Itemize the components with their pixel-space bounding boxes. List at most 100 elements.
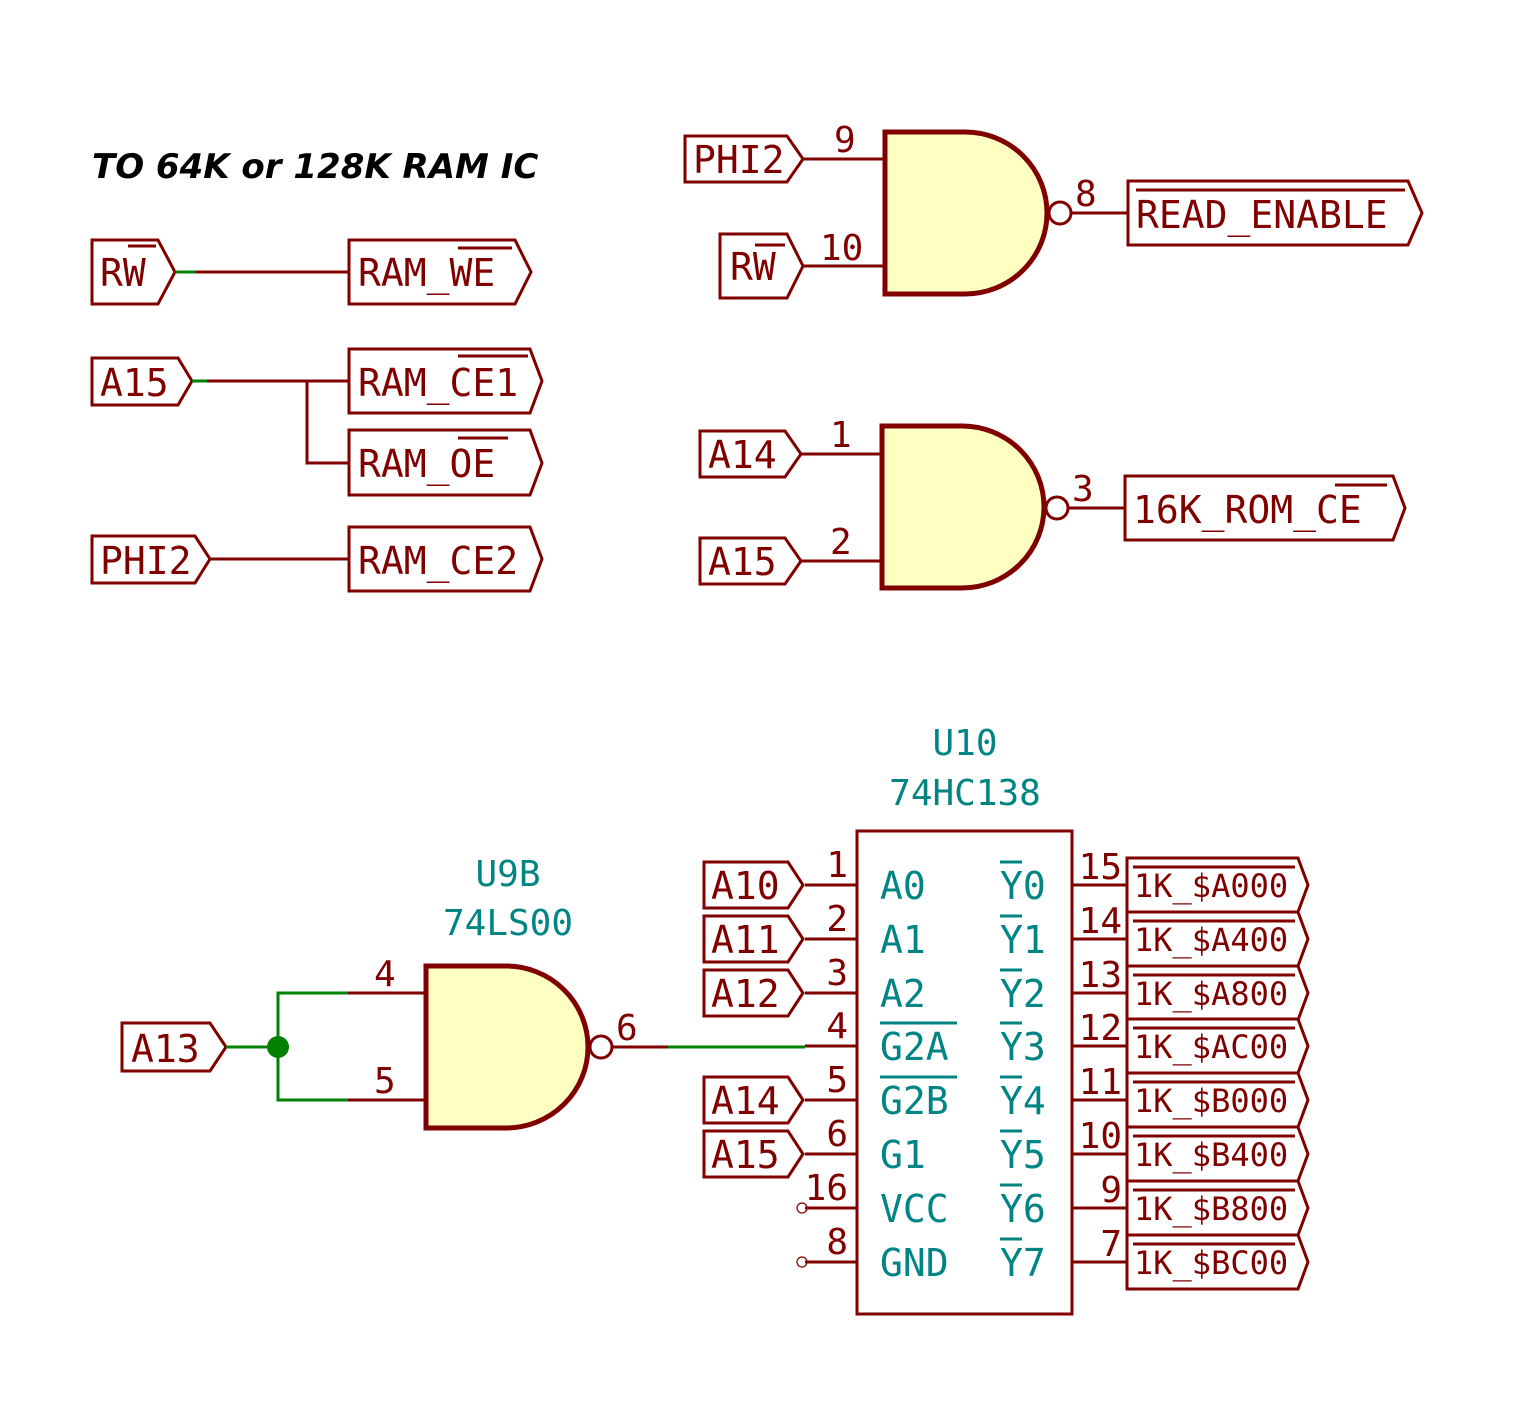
net-label-a14[interactable] [698,429,803,479]
pin-number: 8 [1075,174,1097,215]
u10-body[interactable] [855,829,1074,1316]
net-label-ram-ce1-text: RAM_CE1 [358,361,518,406]
pin-number: 3 [1072,469,1094,510]
net-label-a15-text: A15 [708,540,777,584]
net-label-a14[interactable] [702,1075,805,1125]
pin-name-vcc: VCC [880,1187,949,1231]
net-label-a14-text: A14 [708,433,777,477]
pin-number: 5 [374,1061,396,1102]
ram-row-we: RW RAM_WE [90,238,533,306]
pin-name-y3: Y3 [1000,1025,1046,1069]
pin-number: 3 [826,953,848,994]
pin-name-g1: G1 [880,1133,926,1177]
inversion-bubble [1044,495,1070,521]
net-label-1k_a800[interactable] [1125,964,1310,1022]
net-label-ram-we[interactable] [347,238,533,306]
pin-number: 6 [616,1008,638,1049]
pin-name-a2: A2 [880,972,926,1016]
net-label-1k_bc00[interactable] [1125,1233,1310,1291]
pin-number: 9 [834,120,856,161]
net-label-text: A12 [711,972,780,1016]
pin-name-y7: Y7 [1000,1241,1046,1285]
nand-gate-body[interactable] [423,963,591,1131]
pin-name-gnd: GND [880,1241,949,1285]
pin-number: 16 [805,1168,848,1209]
pin-number: 11 [1079,1062,1122,1103]
pin-number: 9 [1100,1170,1122,1211]
pin-number: 1 [826,845,848,886]
net-label-text: 1K_$A000 [1134,867,1288,905]
net-label-rw[interactable] [718,232,805,300]
pin-number: 1 [830,415,852,456]
pin-number: 15 [1079,847,1122,888]
net-label-text: 1K_$B400 [1134,1136,1288,1174]
net-label-ram-ce1[interactable] [347,347,544,415]
net-label-16k-rom-ce-text: 16K_ROM_CE [1133,488,1362,533]
net-label-read-enable[interactable] [1126,179,1424,247]
net-label-rw[interactable] [90,238,177,306]
pin-name-y1: Y1 [1000,918,1046,962]
net-label-phi2-text: PHI2 [693,138,785,182]
nand-gate-body[interactable] [879,423,1047,591]
net-label-a15[interactable] [698,536,803,586]
net-label-a15[interactable] [90,356,194,407]
pin-number: 2 [826,899,848,940]
inversion-bubble [1047,200,1073,226]
pin-name-a1: A1 [880,918,926,962]
net-label-phi2[interactable] [90,534,212,585]
nand-gate-body[interactable] [882,129,1050,297]
net-label-a13-text: A13 [131,1027,200,1071]
pin-number: 2 [830,522,852,563]
pin-number: 8 [826,1222,848,1263]
pin-number: 13 [1079,955,1122,996]
inversion-bubble [588,1034,614,1060]
pin-name-y2: Y2 [1000,972,1046,1016]
net-label-text: 1K_$BC00 [1134,1244,1288,1282]
wire-branch[interactable] [305,381,349,465]
u10-value: 74HC138 [889,773,1041,814]
net-label-1k_ac00[interactable] [1125,1017,1310,1075]
net-label-1k_a000[interactable] [1125,856,1310,914]
net-label-text: A15 [711,1133,780,1177]
net-label-1k_a400[interactable] [1125,910,1310,968]
net-label-ram-ce2[interactable] [347,525,544,593]
u9b-reference: U9B [475,854,540,895]
junction-dot [267,1036,289,1058]
net-label-text: 1K_$AC00 [1134,1028,1288,1066]
net-label-a11[interactable] [702,914,805,964]
net-label-1k_b800[interactable] [1125,1179,1310,1237]
net-label-1k_b400[interactable] [1125,1125,1310,1183]
net-label-1k_b000[interactable] [1125,1071,1310,1129]
net-label-a10[interactable] [702,860,805,910]
section-title: TO 64K or 128K RAM IC [92,147,538,187]
net-label-text: A11 [711,918,780,962]
pin-number: 5 [826,1060,848,1101]
pin-number: 6 [826,1114,848,1155]
net-label-rw-text: RW [730,245,776,289]
net-label-text: A10 [711,864,780,908]
net-label-rw-text: RW [100,251,146,295]
net-label-16k-rom-ce[interactable] [1123,474,1407,542]
net-label-a13[interactable] [120,1021,228,1073]
net-label-phi2-text: PHI2 [100,539,192,583]
pin-number: 7 [1100,1224,1122,1265]
ram-row-ce2: PHI2 RAM_CE2 [90,525,544,593]
u10-reference: U10 [932,723,997,764]
pin-name-a0: A0 [880,864,926,908]
net-label-text: 1K_$B800 [1134,1190,1288,1228]
net-label-a15[interactable] [702,1129,805,1179]
pin-name-y4: Y4 [1000,1079,1046,1123]
net-label-phi2[interactable] [683,134,805,184]
net-label-a12[interactable] [702,968,805,1018]
pin-name-y5: Y5 [1000,1133,1046,1177]
net-label-ram-we-text: RAM_WE [358,251,495,296]
unconnected-pin-marker [796,1202,808,1214]
net-label-read-enable-text: READ_ENABLE [1136,193,1388,238]
pin-name-g2b: G2B [880,1079,949,1123]
net-label-ram-oe[interactable] [347,428,544,497]
net-label-a15-text: A15 [100,361,169,405]
